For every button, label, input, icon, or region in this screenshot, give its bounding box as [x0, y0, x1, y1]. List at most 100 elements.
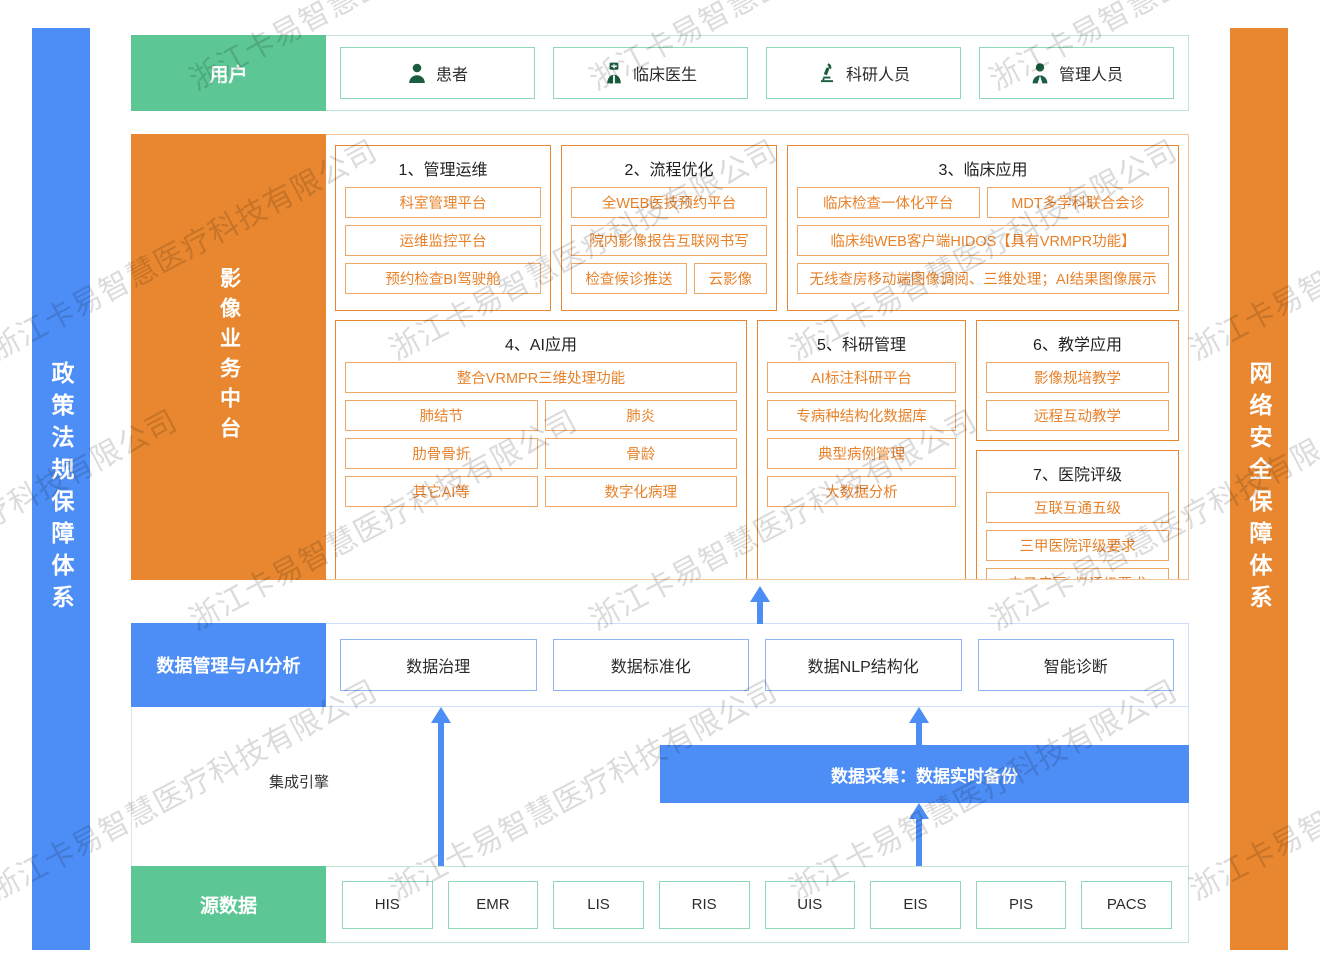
platform-subrow: 肺结节 肺炎 [345, 400, 737, 438]
platform-right-stack: 6、教学应用 影像规培教学 远程互动教学 7、医院评级 互联互通五级 三甲医院评… [976, 320, 1179, 579]
arrow-shaft [757, 600, 763, 624]
group-clinical-application: 3、临床应用 临床检查一体化平台 MDT多学科联合会诊 临床纯WEB客户端HID… [787, 145, 1179, 311]
data-item-governance[interactable]: 数据治理 [340, 639, 537, 691]
platform-item[interactable]: 临床检查一体化平台 [797, 187, 980, 218]
source-item-his[interactable]: HIS [342, 880, 433, 929]
source-item-pacs[interactable]: PACS [1081, 880, 1172, 929]
data-item-intelligent-diagnosis[interactable]: 智能诊断 [977, 639, 1174, 691]
platform-item[interactable]: 云影像 [693, 263, 767, 294]
imaging-platform-layer: 影像业务中台 1、管理运维 科室管理平台 运维监控平台 预约检查BI驾驶舱 2、… [131, 134, 1189, 580]
arrow-head-icon [750, 586, 770, 602]
manager-icon [1030, 62, 1050, 84]
data-collection-label: 数据采集：数据实时备份 [831, 766, 1018, 786]
source-item-lis[interactable]: LIS [553, 880, 644, 929]
platform-item[interactable]: 其它AI等 [345, 476, 538, 507]
source-data-layer: 源数据 HIS EMR LIS RIS UIS EIS PIS PACS [131, 866, 1189, 943]
platform-item[interactable]: 预约检查BI驾驶舱 [345, 263, 541, 294]
platform-item[interactable]: 院内影像报告互联网书写 [571, 225, 767, 256]
arrow-integration-engine [430, 707, 452, 866]
network-security-rail-label: 网络安全保障体系 [1246, 361, 1272, 617]
data-management-items: 数据治理 数据标准化 数据NLP结构化 智能诊断 [326, 623, 1189, 707]
arrow-collect-to-data [908, 707, 930, 747]
source-item-eis[interactable]: EIS [870, 880, 961, 929]
platform-row-2: 4、AI应用 整合VRMPR三维处理功能 肺结节 肺炎 肋骨骨折 骨龄 其它AI… [335, 320, 1179, 579]
imaging-platform-body: 1、管理运维 科室管理平台 运维监控平台 预约检查BI驾驶舱 2、流程优化 全W… [326, 134, 1189, 580]
platform-item[interactable]: 专病种结构化数据库 [767, 400, 956, 431]
platform-item[interactable]: 互联互通五级 [986, 492, 1169, 523]
group-title: 2、流程优化 [624, 162, 714, 179]
data-management-label: 数据管理与AI分析 [131, 623, 326, 707]
platform-item[interactable]: 典型病例管理 [767, 438, 956, 469]
group-hospital-rating: 7、医院评级 互联互通五级 三甲医院评级要求 电子病历6级评级要求 [976, 450, 1179, 579]
group-ai-application: 4、AI应用 整合VRMPR三维处理功能 肺结节 肺炎 肋骨骨折 骨龄 其它AI… [335, 320, 747, 579]
platform-item[interactable]: 肺结节 [345, 400, 538, 431]
person-icon [407, 62, 427, 84]
group-process-optimization: 2、流程优化 全WEB医技预约平台 院内影像报告互联网书写 检查候诊推送 云影像 [561, 145, 777, 311]
integration-engine-label: 集成引擎 [269, 774, 330, 791]
platform-item[interactable]: 影像规培教学 [986, 362, 1169, 393]
arrow-shaft [916, 817, 922, 866]
platform-item[interactable]: 电子病历6级评级要求 [986, 568, 1169, 579]
network-security-rail: 网络安全保障体系 [1230, 28, 1288, 950]
platform-row-1: 1、管理运维 科室管理平台 运维监控平台 预约检查BI驾驶舱 2、流程优化 全W… [335, 145, 1179, 311]
group-management-ops: 1、管理运维 科室管理平台 运维监控平台 预约检查BI驾驶舱 [335, 145, 551, 311]
platform-item[interactable]: 骨龄 [544, 438, 737, 469]
group-title: 5、科研管理 [817, 337, 906, 354]
platform-item[interactable]: 远程互动教学 [986, 400, 1169, 431]
platform-item[interactable]: 数字化病理 [544, 476, 737, 507]
source-item-emr[interactable]: EMR [447, 880, 539, 929]
user-role-clinician[interactable]: 临床医生 [553, 47, 748, 99]
user-role-administrator[interactable]: 管理人员 [979, 47, 1174, 99]
data-collection-bar: 数据采集：数据实时备份 [660, 745, 1189, 803]
source-item-uis[interactable]: UIS [764, 880, 856, 929]
user-layer: 用户 患者 临床医生 科研人员 [131, 35, 1189, 111]
arrow-source-to-collect [908, 803, 930, 866]
policy-regulation-rail-label: 政策法规保障体系 [48, 361, 74, 617]
platform-item[interactable]: 全WEB医技预约平台 [571, 187, 767, 218]
platform-item[interactable]: AI标注科研平台 [767, 362, 956, 393]
user-role-patient[interactable]: 患者 [340, 47, 535, 99]
source-data-items: HIS EMR LIS RIS UIS EIS PIS PACS [326, 866, 1189, 943]
platform-item[interactable]: 肺炎 [544, 400, 737, 431]
platform-subrow: 其它AI等 数字化病理 [345, 476, 737, 514]
arrow-data-to-platform [749, 586, 771, 624]
user-role-label: 患者 [435, 67, 468, 84]
group-research-management: 5、科研管理 AI标注科研平台 专病种结构化数据库 典型病例管理 大数据分析 [757, 320, 966, 579]
platform-item[interactable]: MDT多学科联合会诊 [986, 187, 1169, 218]
platform-item[interactable]: 科室管理平台 [345, 187, 541, 218]
source-item-pis[interactable]: PIS [975, 880, 1067, 929]
user-role-label: 管理人员 [1058, 67, 1123, 84]
platform-item[interactable]: 无线查房移动端图像调阅、三维处理；AI结果图像展示 [797, 263, 1169, 294]
user-role-label: 科研人员 [845, 67, 910, 84]
policy-regulation-rail: 政策法规保障体系 [32, 28, 90, 950]
source-item-ris[interactable]: RIS [658, 880, 750, 929]
data-item-nlp-structuring[interactable]: 数据NLP结构化 [765, 639, 962, 691]
group-title: 7、医院评级 [1033, 467, 1122, 484]
source-data-label: 源数据 [131, 866, 326, 943]
platform-item[interactable]: 三甲医院评级要求 [986, 530, 1169, 561]
user-role-researcher[interactable]: 科研人员 [766, 47, 961, 99]
data-item-standardization[interactable]: 数据标准化 [552, 639, 749, 691]
doctor-icon [604, 62, 624, 84]
group-title: 6、教学应用 [1033, 337, 1122, 354]
imaging-platform-label: 影像业务中台 [131, 134, 326, 580]
arrow-head-icon [909, 707, 929, 723]
platform-item[interactable]: 运维监控平台 [345, 225, 541, 256]
microscope-icon [817, 62, 837, 84]
group-title: 3、临床应用 [938, 162, 1028, 179]
platform-subrow: 临床检查一体化平台 MDT多学科联合会诊 [797, 187, 1169, 225]
arrow-shaft [438, 721, 444, 866]
user-layer-label: 用户 [131, 35, 326, 111]
platform-item[interactable]: 肋骨骨折 [345, 438, 538, 469]
platform-item[interactable]: 检查候诊推送 [571, 263, 687, 294]
user-role-label: 临床医生 [632, 67, 697, 84]
user-layer-items: 患者 临床医生 科研人员 管理人员 [326, 35, 1189, 111]
platform-item[interactable]: 整合VRMPR三维处理功能 [345, 362, 737, 393]
arrow-head-icon [909, 803, 929, 819]
group-title: 1、管理运维 [398, 162, 488, 179]
platform-item[interactable]: 大数据分析 [767, 476, 956, 507]
platform-item[interactable]: 临床纯WEB客户端HIDOS【具有VRMPR功能】 [797, 225, 1169, 256]
group-teaching-application: 6、教学应用 影像规培教学 远程互动教学 [976, 320, 1179, 441]
group-title: 4、AI应用 [504, 337, 578, 354]
